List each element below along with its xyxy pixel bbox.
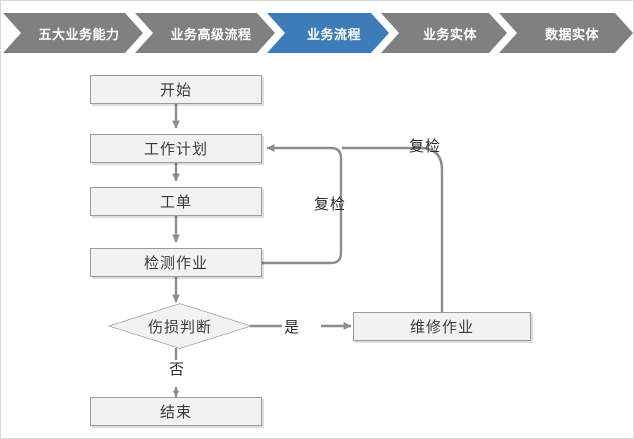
breadcrumb-item-4-label: 业务实体	[422, 26, 477, 42]
node-work-plan[interactable]: 工作计划	[90, 134, 262, 163]
edge-label-recheck-repair: 复检	[409, 138, 442, 155]
edge-label-recheck-inspection: 复检	[314, 196, 347, 213]
breadcrumb-item-2-label: 业务高级流程	[170, 26, 252, 42]
breadcrumb-item-3[interactable]: 业务流程	[267, 13, 389, 53]
node-end-label: 结束	[159, 404, 192, 421]
breadcrumb-item-5-label: 数据实体	[544, 26, 599, 42]
breadcrumb-item-4[interactable]: 业务实体	[381, 13, 507, 53]
breadcrumb: 五大业务能力 业务高级流程 业务流程 业务实体 数据实体	[1, 13, 634, 53]
breadcrumb-item-3-label: 业务流程	[306, 26, 361, 42]
node-work-order[interactable]: 工单	[90, 187, 262, 216]
node-repair[interactable]: 维修作业	[353, 312, 531, 341]
node-decision-label: 伤损判断	[147, 318, 212, 336]
node-inspection-label: 检测作业	[143, 255, 208, 272]
breadcrumb-item-1-label: 五大业务能力	[38, 26, 120, 42]
node-start[interactable]: 开始	[90, 75, 262, 104]
node-decision[interactable]: 伤损判断	[110, 304, 250, 348]
node-work-plan-label: 工作计划	[143, 141, 208, 158]
breadcrumb-item-1[interactable]: 五大业务能力	[3, 13, 143, 53]
node-work-order-label: 工单	[159, 194, 192, 211]
edge-label-no: 否	[169, 361, 186, 378]
node-start-label: 开始	[159, 82, 192, 99]
node-inspection[interactable]: 检测作业	[90, 248, 262, 277]
edge-label-yes: 是	[284, 319, 301, 336]
node-end[interactable]: 结束	[90, 397, 262, 426]
breadcrumb-item-2[interactable]: 业务高级流程	[135, 13, 275, 53]
edge-repair-recheck-riser	[398, 146, 444, 312]
breadcrumb-item-5[interactable]: 数据实体	[499, 13, 633, 53]
node-repair-label: 维修作业	[409, 319, 474, 336]
